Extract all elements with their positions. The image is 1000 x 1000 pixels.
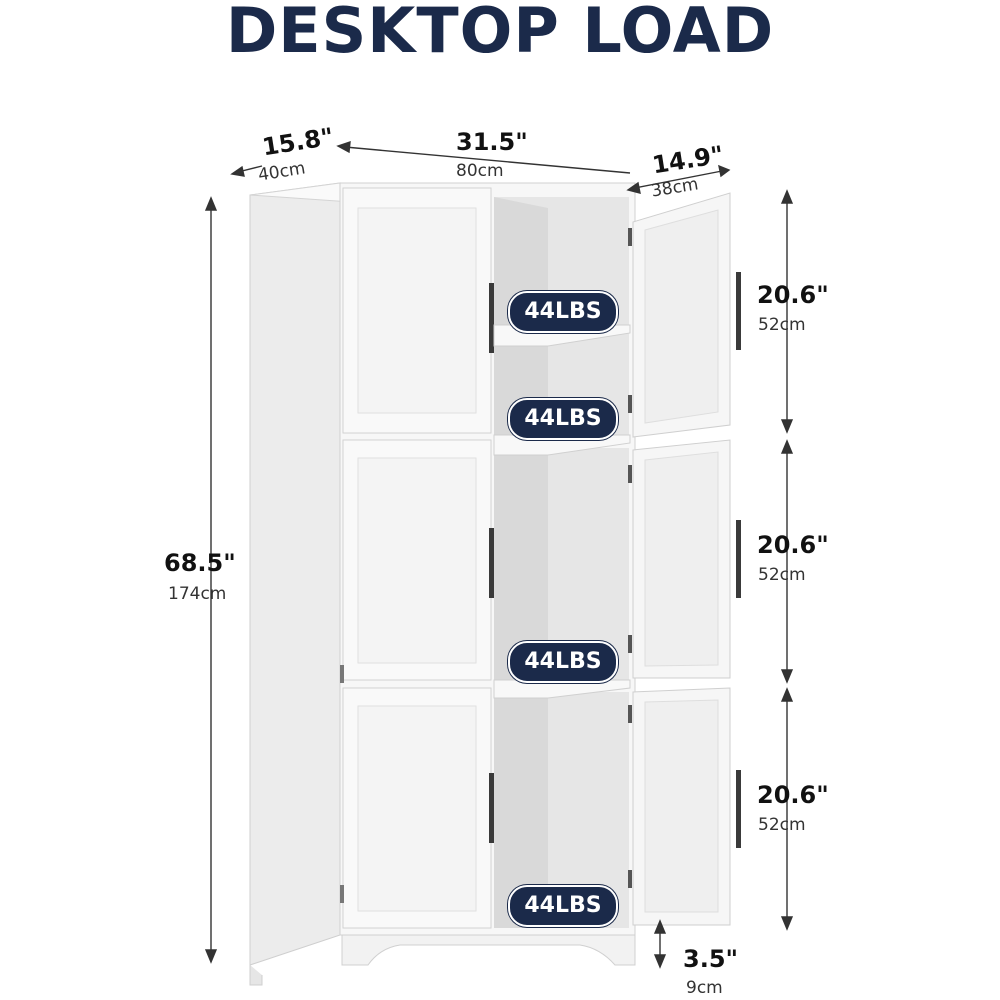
section-bottom-in: 20.6" (757, 781, 829, 809)
section-mid-in: 20.6" (757, 531, 829, 559)
height-cm: 174cm (168, 584, 227, 604)
load-badge-top-bottom: 44LBS (508, 398, 618, 440)
section-bottom-cm: 52cm (758, 815, 806, 835)
page-title: DESKTOP LOAD (225, 0, 775, 67)
load-badge-middle: 44LBS (508, 641, 618, 683)
base-height-cm: 9cm (686, 978, 723, 998)
height-in: 68.5" (164, 549, 236, 577)
load-badge-top-shelf: 44LBS (508, 291, 618, 333)
width-in: 31.5" (456, 128, 528, 156)
section-top-in: 20.6" (757, 281, 829, 309)
section-mid-cm: 52cm (758, 565, 806, 585)
load-badge-bottom: 44LBS (508, 885, 618, 927)
section-top-cm: 52cm (758, 315, 806, 335)
width-cm: 80cm (456, 161, 504, 181)
base-height-in: 3.5" (683, 945, 739, 973)
